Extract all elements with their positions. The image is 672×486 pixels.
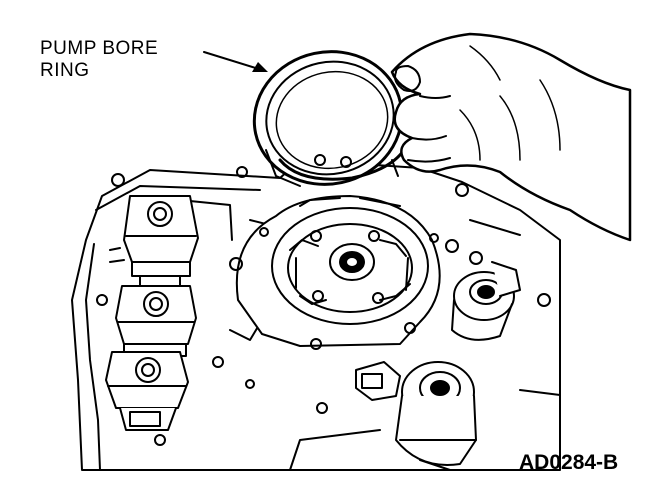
figure-id: AD0284-B — [519, 451, 619, 474]
callout-arrowhead — [252, 62, 268, 72]
callout-line-1: PUMP BORE — [40, 38, 159, 59]
solenoid-right-lower — [356, 362, 476, 465]
solenoid-right-upper — [452, 262, 520, 340]
solenoid-upper-left — [124, 196, 198, 290]
callout-arrow — [204, 52, 262, 70]
hand — [392, 34, 630, 240]
callout-label: PUMP BORE RING — [40, 38, 158, 82]
solenoid-lower-left — [106, 352, 188, 430]
pump-bore-ring — [242, 38, 414, 198]
pump-housing — [230, 196, 458, 349]
callout-line-2: RING — [40, 60, 90, 81]
